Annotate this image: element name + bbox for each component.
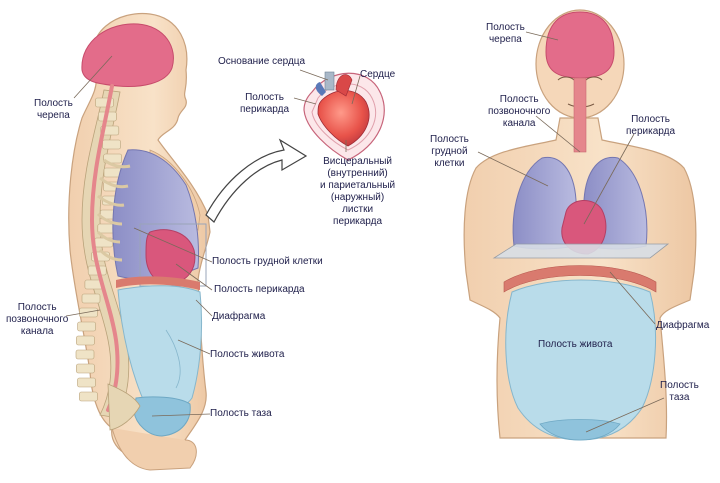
label-left-thoracic-cavity: Полость грудной клетки [212,256,323,267]
side-view-intestine-outline [165,329,181,389]
vertebra [76,363,95,374]
front-view-section-plane [492,243,670,259]
front-view-spinal-canal [573,77,587,153]
side-view-pelvic-cavity [133,396,191,437]
heart-base-vessel [324,71,335,91]
vertebra [103,153,122,164]
vertebra [102,139,121,150]
label-pericardium-layers: Висцеральный(внутренний)и париетальный (… [320,156,396,227]
label-right-diaphragm: Диафрагма [656,320,710,331]
side-view-abdominal-cavity [117,285,203,412]
vertebra [76,335,95,346]
side-view-ribs [96,158,131,262]
label-left-pericardial-cavity: Полость перикарда [214,284,305,295]
leader-lines [65,31,665,433]
label-left-diaphragm: Диафрагма [212,311,266,322]
side-view-sacrum [107,383,141,431]
side-view-diaphragm [116,276,200,290]
heart-detail [303,71,385,161]
vertebra [75,349,95,360]
vertebra [81,293,101,304]
front-view-figure [463,9,697,441]
label-heart: Сердце [360,69,396,80]
label-left-abdominal-cavity: Полость живота [210,349,285,360]
vertebra [79,391,98,402]
front-view-abdominal-cavity [505,279,657,441]
side-view-cranial-cavity [81,23,174,87]
front-view-diaphragm [503,265,657,293]
side-view-legs [111,427,197,471]
heart-muscle [317,90,370,147]
detail-arrow [205,138,308,223]
label-left-pelvic-cavity: Полость таза [210,408,272,419]
vertebra [79,307,98,318]
vertebra [77,377,96,388]
side-view-spinal-cord [89,84,120,412]
label-right-abdominal-cavity: Полость живота [538,339,613,350]
heart-vein [315,82,326,96]
heart-aorta [335,74,353,97]
vertebra [77,321,96,332]
front-view-pelvic-cavity [539,419,621,441]
side-view-figure [68,12,211,471]
label-heart-base: Основание сердца [218,56,306,67]
front-view-cranial-cavity [545,11,615,79]
